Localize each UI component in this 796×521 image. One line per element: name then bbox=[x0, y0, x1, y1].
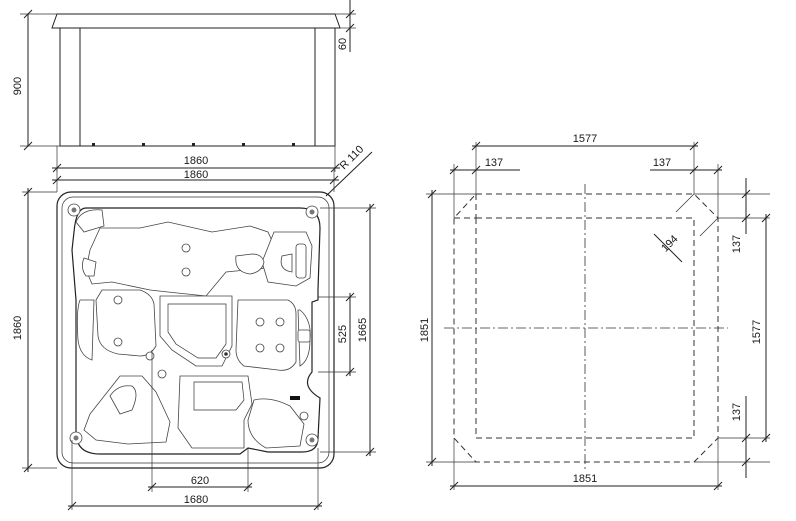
control-panel bbox=[290, 396, 300, 400]
dim-plan-right-middle: 1577 bbox=[751, 320, 763, 344]
dim-top-width: 1860 bbox=[184, 169, 208, 181]
dim-chamfer: 194 bbox=[659, 233, 680, 254]
dim-plan-top-right: 137 bbox=[653, 157, 671, 169]
dim-plan-right-bottom: 137 bbox=[731, 403, 743, 421]
seat-bottom-centre bbox=[177, 375, 253, 449]
pillow-top-left bbox=[75, 209, 105, 233]
footwell bbox=[159, 295, 233, 367]
tub-inner-shell bbox=[71, 207, 321, 455]
seat-right-middle bbox=[235, 299, 297, 371]
seat-left-middle bbox=[95, 289, 157, 357]
dim-seat-depth: 525 bbox=[337, 325, 349, 343]
dim-side-width: 1860 bbox=[184, 155, 208, 167]
side-feet bbox=[92, 143, 295, 146]
dim-plan-top: 1577 bbox=[573, 133, 597, 145]
tub-outer-shell bbox=[56, 191, 335, 469]
headrest-bottom-left bbox=[109, 385, 137, 415]
dim-plan-right-top: 137 bbox=[731, 235, 743, 253]
dim-top-radius: R 110 bbox=[338, 143, 367, 172]
side-view: 900 60 1860 bbox=[12, 0, 356, 173]
dim-footwell: 620 bbox=[191, 475, 209, 487]
jets bbox=[113, 243, 309, 421]
dim-side-rim: 60 bbox=[337, 38, 349, 50]
side-rim bbox=[51, 13, 341, 29]
dim-inner-width: 1680 bbox=[184, 494, 208, 506]
corner-cup-holders bbox=[67, 203, 319, 447]
dim-side-height: 900 bbox=[12, 77, 24, 95]
dim-line-chamfer bbox=[653, 233, 683, 263]
seat-bottom-right bbox=[247, 398, 305, 449]
headrest-right bbox=[295, 243, 307, 279]
dim-plan-left: 1851 bbox=[419, 318, 431, 342]
floor-plan: 1577 137 137 194 1851 137 bbox=[419, 133, 771, 491]
side-body bbox=[59, 27, 336, 147]
headrest-top bbox=[235, 253, 265, 275]
dim-plan-bottom: 1851 bbox=[573, 473, 597, 485]
dim-top-depth: 1860 bbox=[12, 316, 24, 340]
top-view: R 110 1860 1860 1665 525 bbox=[12, 143, 376, 511]
dim-plan-top-left: 137 bbox=[485, 157, 503, 169]
dim-inner-length: 1665 bbox=[357, 318, 369, 342]
